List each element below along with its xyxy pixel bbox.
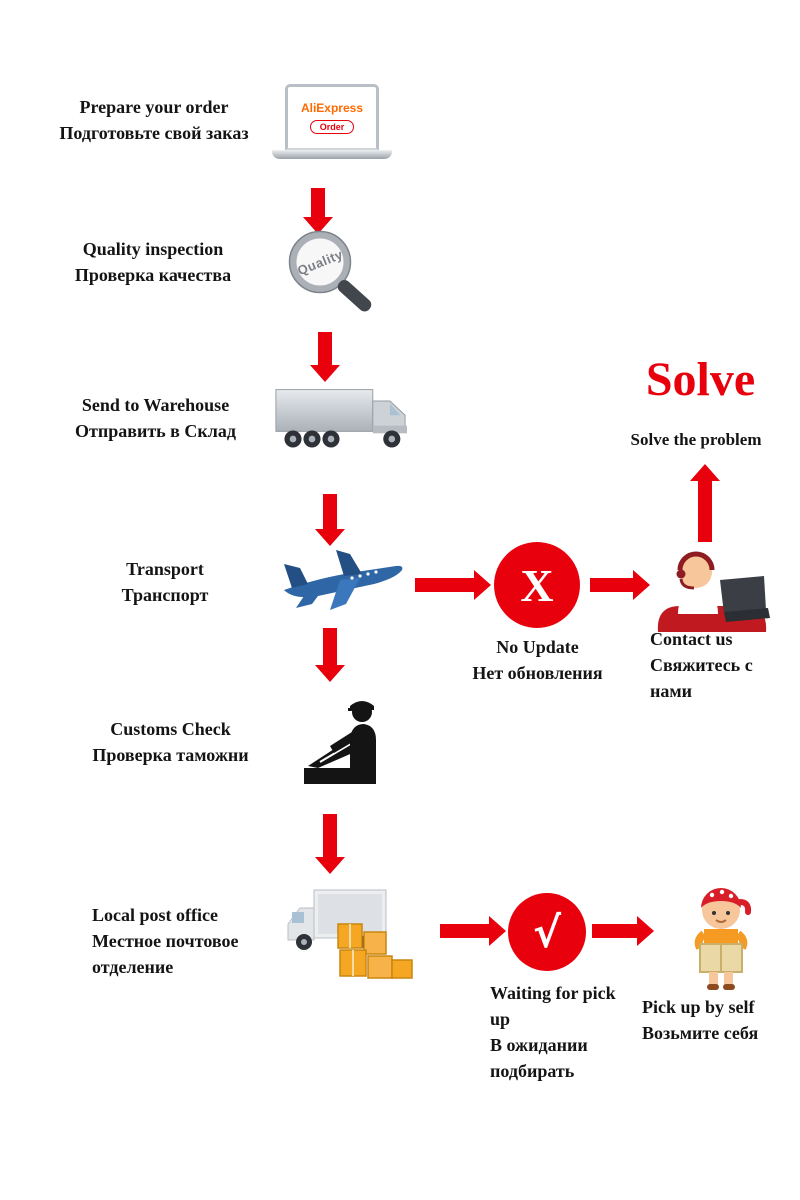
officer-torso xyxy=(350,724,376,768)
pickup-self-ru: Возьмите себя xyxy=(642,1023,759,1044)
boy-mouth xyxy=(715,919,727,923)
no-update-en: No Update xyxy=(496,637,579,657)
magnifier-lens xyxy=(289,231,351,293)
waiting-label: Waiting for pick up В ожидании подбирать xyxy=(490,980,630,1084)
boy-hat xyxy=(701,888,741,908)
step-prepare-en: Prepare your order xyxy=(79,97,229,117)
arrow-down-3 xyxy=(315,494,345,546)
pickup-boy-icon xyxy=(694,888,752,990)
agent-body xyxy=(678,592,718,614)
officer-cap-brim xyxy=(348,708,370,711)
arrow-down-4 xyxy=(315,628,345,682)
magnifier-icon: Quality xyxy=(288,230,372,312)
pickup-self-label: Pick up by self Возьмите себя xyxy=(642,994,797,1046)
success-check-mark: √ xyxy=(532,907,561,957)
step-transport-ru: Транспорт xyxy=(121,585,209,606)
truck-chassis xyxy=(372,425,407,434)
delivery-truck-icon xyxy=(287,889,413,979)
customs-panel-line xyxy=(319,742,353,763)
semi-truck-icon xyxy=(275,389,407,448)
agent-laptop-screen xyxy=(720,576,766,614)
delivery-window xyxy=(292,912,304,923)
step-transport-label: Transport Транспорт xyxy=(70,556,260,608)
no-update-ru: Нет обновления xyxy=(472,663,603,684)
solve-title: Solve xyxy=(645,353,756,406)
laptop-icon: AliExpress Order xyxy=(272,84,392,159)
step-customs-en: Customs Check xyxy=(110,719,231,739)
step-warehouse-en: Send to Warehouse xyxy=(81,395,230,415)
arrow-right-pickup xyxy=(592,916,654,946)
customs-officer-icon xyxy=(304,701,376,784)
laptop-brand-text: AliExpress xyxy=(300,101,364,115)
airplane-windows xyxy=(350,570,378,580)
contact-us-en: Contact us xyxy=(650,629,733,649)
laptop-base xyxy=(272,150,392,159)
arrow-right-waiting xyxy=(440,916,506,946)
agent-headset-mic xyxy=(679,578,695,590)
arrow-right-no-update xyxy=(415,570,491,600)
step-post-office-ru: Местное почтовое отделение xyxy=(92,931,239,978)
officer-cap xyxy=(350,701,374,710)
arrow-right-contact xyxy=(590,570,650,600)
step-post-office-en: Local post office xyxy=(92,905,218,925)
step-customs-ru: Проверка таможни xyxy=(92,745,249,766)
arrow-up-solve xyxy=(690,464,720,542)
agent-head xyxy=(680,556,712,588)
step-quality-en: Quality inspection xyxy=(82,239,224,259)
fail-x-badge: X xyxy=(494,542,580,628)
step-prepare-ru: Подготовьте свой заказ xyxy=(59,123,249,144)
success-check-badge: √ xyxy=(508,893,586,971)
contact-us-ru: Свяжитесь с нами xyxy=(650,655,753,702)
step-quality-label: Quality inspection Проверка качества xyxy=(38,236,268,288)
step-transport-en: Transport xyxy=(126,559,204,579)
magnifier-rim xyxy=(288,230,352,294)
agent-headset-earpiece xyxy=(676,569,686,579)
waiting-ru: В ожидании подбирать xyxy=(490,1035,588,1082)
arrow-down-5 xyxy=(315,814,345,874)
boy-shoe-right xyxy=(723,984,735,990)
boy-eyes xyxy=(712,911,730,915)
arrow-down-2 xyxy=(310,332,340,382)
contact-us-label: Contact us Свяжитесь с нами xyxy=(650,626,785,704)
boy-leg-left xyxy=(709,972,718,985)
pickup-self-en: Pick up by self xyxy=(642,997,755,1017)
step-warehouse-label: Send to Warehouse Отправить в Склад xyxy=(38,392,273,444)
step-quality-ru: Проверка качества xyxy=(74,265,232,286)
arrow-down-1 xyxy=(303,188,333,234)
laptop-order-button: Order xyxy=(309,120,355,134)
solve-subtitle: Solve the problem xyxy=(630,430,762,449)
boy-leg-right xyxy=(724,972,733,985)
delivery-wheel-front-hub xyxy=(301,939,307,945)
agent-laptop-base xyxy=(724,608,770,622)
support-agent-icon xyxy=(657,551,770,632)
agent-headset-band xyxy=(677,551,715,571)
no-update-label: No Update Нет обновления xyxy=(445,634,630,686)
fail-x-mark: X xyxy=(520,559,554,611)
boy-shoe-left xyxy=(707,984,719,990)
officer-arm xyxy=(330,732,356,753)
airplane-body xyxy=(284,550,403,610)
boy-hat-tail xyxy=(737,899,752,915)
truck-trailer xyxy=(275,389,374,432)
step-customs-label: Customs Check Проверка таможни xyxy=(58,716,283,768)
step-warehouse-ru: Отправить в Склад xyxy=(75,421,236,442)
customs-desk xyxy=(304,768,376,784)
airplane-icon xyxy=(284,550,403,610)
boy-hat-dots xyxy=(709,889,734,899)
step-post-office-label: Local post office Местное почтовое отдел… xyxy=(92,902,292,980)
step-prepare-label: Prepare your order Подготовьте свой зака… xyxy=(28,94,280,146)
magnifier-handle xyxy=(337,280,372,312)
waiting-en: Waiting for pick up xyxy=(490,983,616,1030)
truck-wheels xyxy=(284,430,401,448)
laptop-screen: AliExpress Order xyxy=(285,84,379,150)
parcel-tape-lines xyxy=(349,924,354,976)
